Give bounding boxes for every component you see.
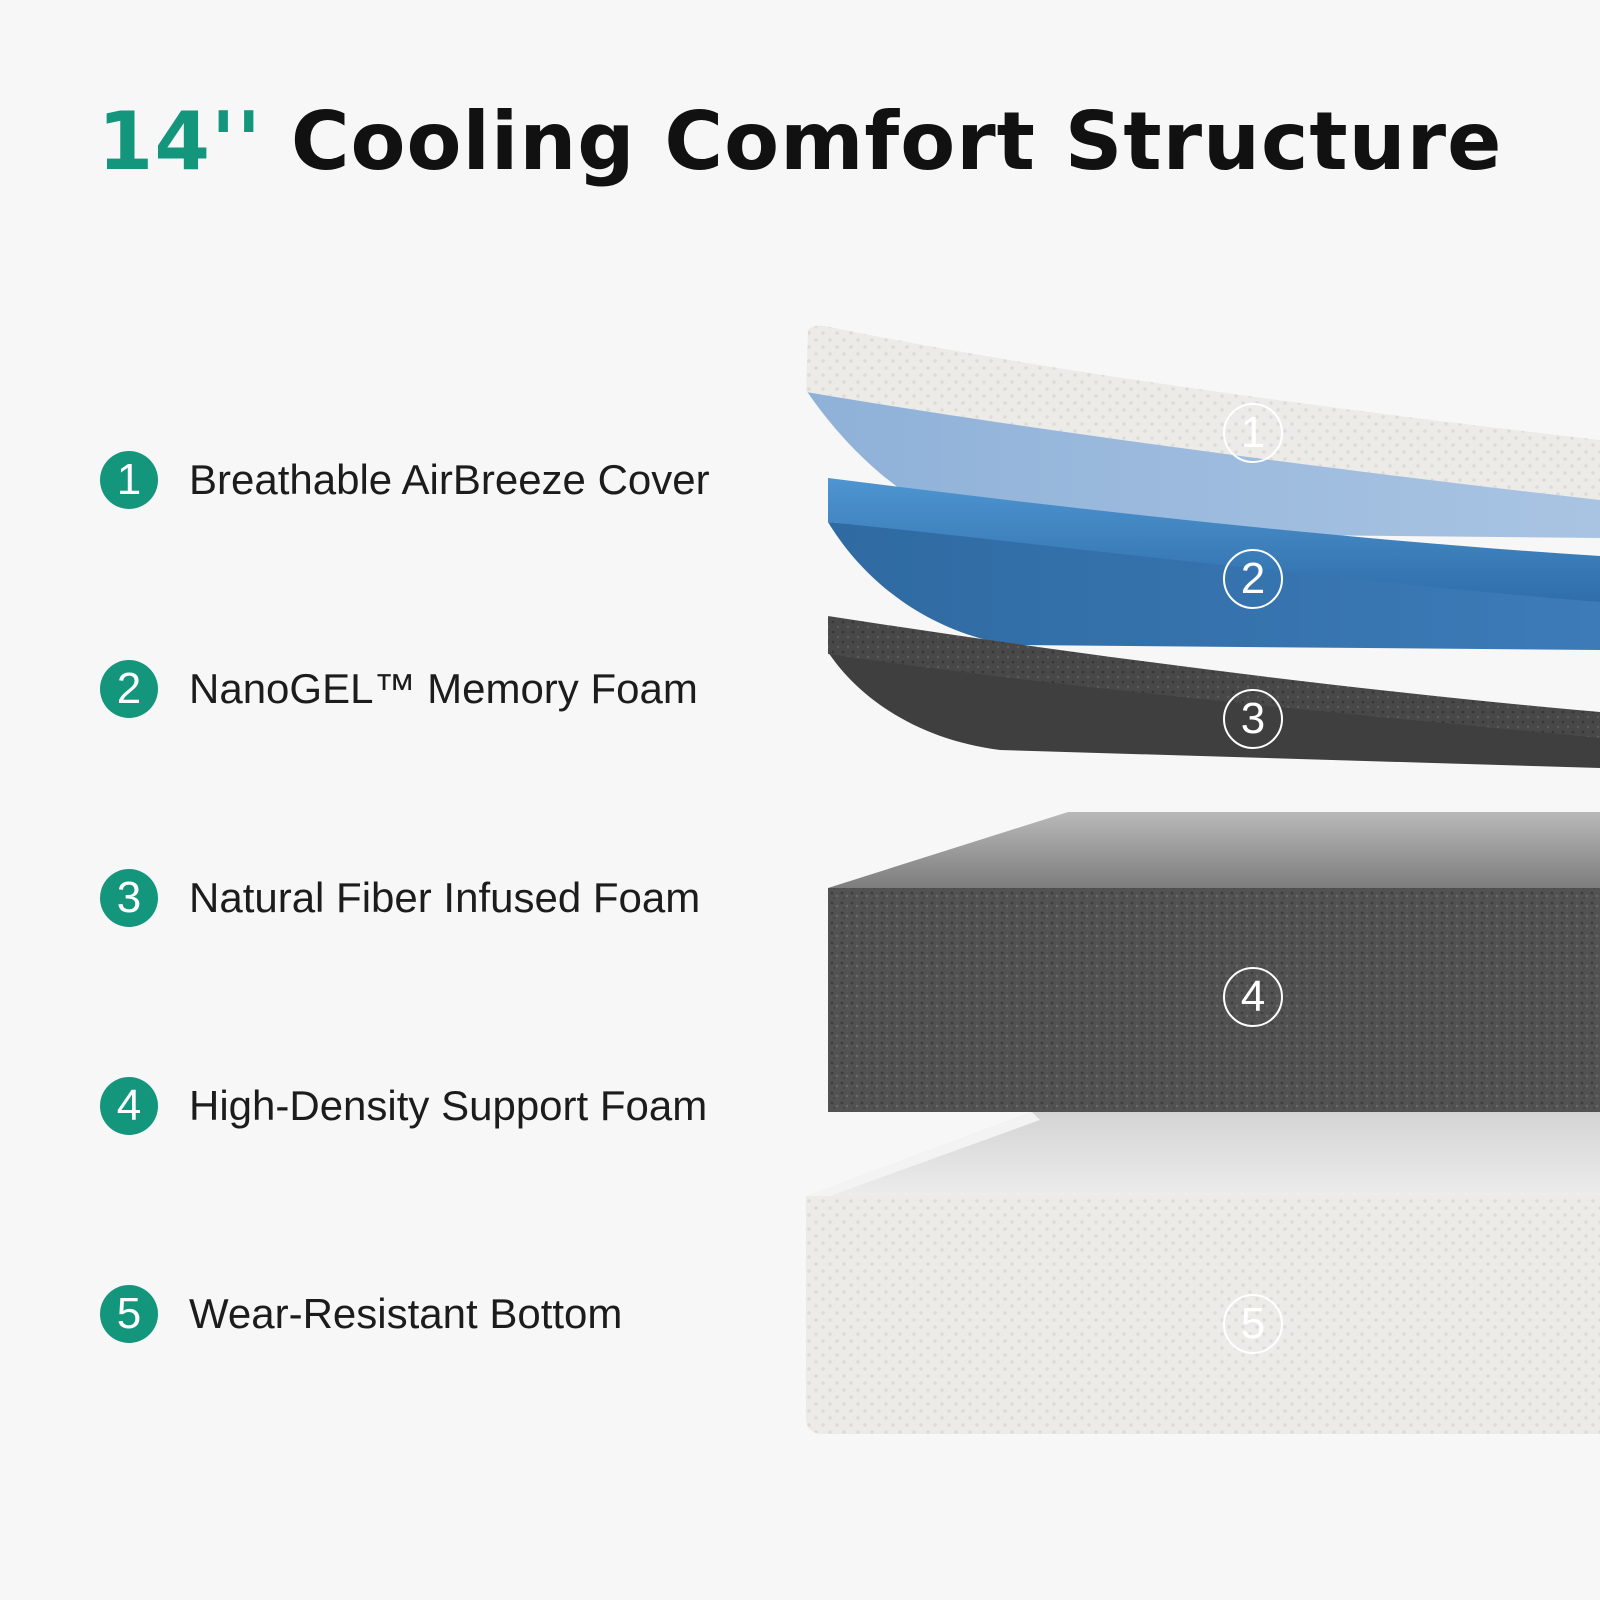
layer-2-gel-foam xyxy=(828,478,1600,650)
legend-item-2: 2 NanoGEL™ Memory Foam xyxy=(100,659,698,719)
layer-legend: 1 Breathable AirBreeze Cover 2 NanoGEL™ … xyxy=(100,0,740,1600)
legend-label-5: Wear-Resistant Bottom xyxy=(189,1290,623,1337)
layer-marker-5: 5 xyxy=(1223,1294,1283,1354)
legend-item-5: 5 Wear-Resistant Bottom xyxy=(100,1284,622,1344)
legend-label-1: Breathable AirBreeze Cover xyxy=(189,456,710,503)
legend-item-4: 4 High-Density Support Foam xyxy=(100,1076,707,1136)
legend-label-2: NanoGEL™ Memory Foam xyxy=(189,665,698,712)
layer-3-fiber-foam xyxy=(828,616,1600,768)
layer-marker-2: 2 xyxy=(1223,549,1283,609)
title-main: Cooling Comfort Structure xyxy=(290,95,1503,188)
layer-marker-4: 4 xyxy=(1223,967,1283,1027)
legend-label-4: High-Density Support Foam xyxy=(189,1082,708,1129)
number-badge-1: 1 xyxy=(100,451,158,509)
legend-item-3: 3 Natural Fiber Infused Foam xyxy=(100,868,700,928)
page-title: 14'' Cooling Comfort Structure xyxy=(0,92,1600,192)
number-badge-5: 5 xyxy=(100,1285,158,1343)
layer-4-support-foam xyxy=(828,812,1600,1112)
layer-marker-1: 1 xyxy=(1223,403,1283,463)
legend-item-1: 1 Breathable AirBreeze Cover xyxy=(100,450,710,510)
legend-label-3: Natural Fiber Infused Foam xyxy=(189,874,701,921)
number-badge-2: 2 xyxy=(100,660,158,718)
title-size: 14'' xyxy=(97,95,262,188)
layer-marker-3: 3 xyxy=(1223,689,1283,749)
layer-5-bottom xyxy=(806,1112,1600,1434)
number-badge-4: 4 xyxy=(100,1077,158,1135)
number-badge-3: 3 xyxy=(100,869,158,927)
